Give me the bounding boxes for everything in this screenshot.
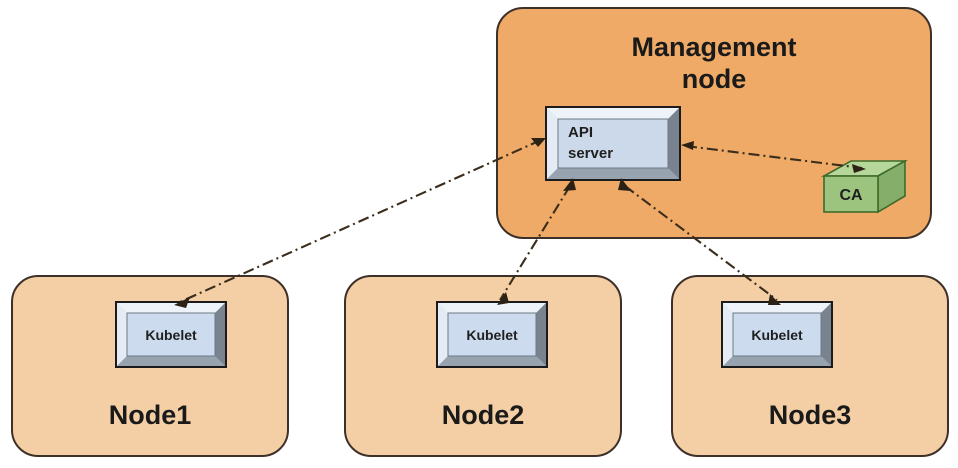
kubelet-node2-face	[447, 312, 537, 357]
kubelet-node1-bevel-right	[215, 303, 225, 366]
ca-box-front-face	[823, 175, 879, 213]
kubelet-node1-bevel-left	[117, 303, 127, 366]
kubelet-node1-box[interactable]: Kubelet	[115, 301, 227, 368]
management-node-label-line2: node	[682, 64, 747, 94]
kubelet-node1-bevel-top	[117, 303, 225, 313]
node2-label: Node2	[442, 400, 525, 430]
kubelet-node2-bevel-bottom	[438, 356, 546, 366]
connection-api-server-kubelet-node2[interactable]	[497, 178, 576, 305]
kubelet-node1-label: Kubelet	[145, 327, 197, 343]
arrowhead-into-api-server-from-node3	[618, 178, 631, 191]
kubelet-node2-box[interactable]: Kubelet	[436, 301, 548, 368]
connection-api-server-ca[interactable]	[681, 141, 866, 173]
api-server-bevel-top	[547, 108, 679, 119]
connection-line-api-kubelet3[interactable]	[624, 185, 778, 301]
arrowhead-into-api-server-from-node2	[563, 178, 576, 191]
kubelet-node3-label: Kubelet	[751, 327, 803, 343]
connection-line-api-kubelet1[interactable]	[179, 139, 542, 303]
api-server-bevel-right	[668, 108, 679, 179]
kubelet-node3-bevel-left	[723, 303, 733, 366]
connection-line-api-kubelet2[interactable]	[499, 185, 571, 301]
kubelet-node1-face	[126, 312, 216, 357]
kubelet-node1-bevel-bottom	[117, 356, 225, 366]
api-server-label-line2: server	[568, 145, 613, 162]
connection-api-server-kubelet-node3[interactable]	[618, 178, 781, 305]
api-server-box[interactable]: API server	[545, 106, 681, 181]
kubelet-node2-label: Kubelet	[466, 327, 518, 343]
node1-label: Node1	[109, 400, 192, 430]
kubelet-node3-box[interactable]: Kubelet	[721, 301, 833, 368]
ca-label: CA	[839, 187, 863, 204]
arrowhead-into-ca	[852, 164, 866, 173]
kubelet-node2-bevel-right	[536, 303, 546, 366]
connection-api-server-kubelet-node1[interactable]	[174, 138, 546, 308]
api-server-face	[557, 118, 669, 169]
kubelet-node3-face	[732, 312, 822, 357]
api-server-label-line1: API	[568, 124, 593, 141]
arrowhead-into-kubelet-node1	[174, 297, 190, 308]
ca-box[interactable]: CA	[820, 159, 909, 214]
arrowhead-into-api-server-from-node1	[531, 138, 546, 147]
node3-label: Node3	[769, 400, 852, 430]
kubelet-node2-bevel-left	[438, 303, 448, 366]
connection-line-api-ca[interactable]	[685, 144, 863, 170]
api-server-bevel-bottom	[547, 168, 679, 179]
api-server-bevel-left	[547, 108, 558, 179]
kubelet-node3-bevel-top	[723, 303, 831, 313]
arrowhead-into-kubelet-node3	[768, 294, 781, 305]
kubelet-node3-bevel-right	[821, 303, 831, 366]
arrowhead-into-api-server-from-ca	[681, 141, 694, 150]
management-node-label-line1: Management	[631, 32, 796, 62]
kubelet-node3-bevel-bottom	[723, 356, 831, 366]
arrowhead-into-kubelet-node2	[497, 292, 509, 305]
kubelet-node2-bevel-top	[438, 303, 546, 313]
